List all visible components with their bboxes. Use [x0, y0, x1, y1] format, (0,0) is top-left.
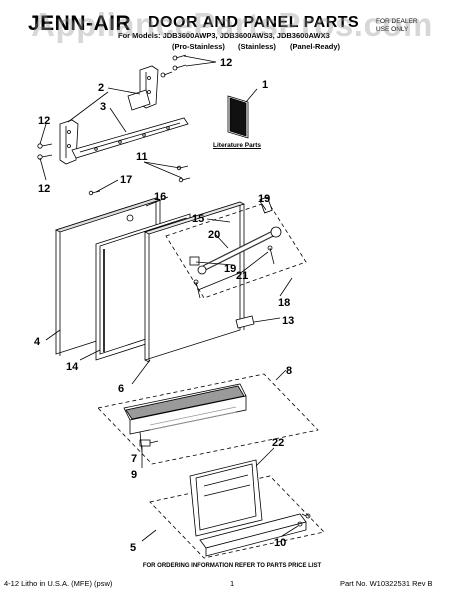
handle-kit-box	[165, 201, 307, 299]
callout-12b: 12	[38, 115, 50, 127]
screws-top	[160, 54, 187, 78]
callout-18: 18	[278, 297, 290, 309]
dealer-line-2: USE ONLY	[376, 26, 409, 33]
callout-17: 17	[120, 174, 132, 186]
brand-logo: JENN-AIR	[28, 12, 132, 35]
ordering-note: FOR ORDERING INFORMATION REFER TO PARTS …	[142, 563, 322, 569]
toe-panel	[189, 459, 307, 557]
callout-12c: 12	[38, 183, 50, 195]
callout-6: 6	[118, 383, 124, 395]
hinge-rail	[71, 117, 189, 159]
literature-parts-label: Literature Parts	[213, 142, 262, 149]
callout-14: 14	[66, 361, 79, 373]
variant-panel-ready: (Panel-Ready)	[290, 42, 341, 51]
callout-22: 22	[272, 437, 284, 449]
panel-clip	[139, 439, 159, 447]
callout-16: 16	[154, 191, 166, 203]
screws-left	[37, 143, 53, 160]
variant-pro-stainless: (Pro-Stainless)	[172, 42, 225, 51]
callout-labels: 12 1 2 3 12 12 11 17 16 19 15 20 19 21 1…	[34, 57, 294, 554]
callout-8: 8	[286, 365, 292, 377]
leader-lines	[39, 55, 299, 542]
callout-19a: 19	[258, 193, 270, 205]
dealer-line-1: FOR DEALER	[376, 18, 418, 25]
callout-1: 1	[262, 79, 268, 91]
page-title: DOOR AND PANEL PARTS	[148, 14, 360, 31]
literature-booklet	[227, 95, 249, 139]
callout-15: 15	[192, 213, 204, 225]
outer-door-panel	[143, 201, 246, 363]
callout-12a: 12	[220, 57, 232, 69]
callout-5: 5	[130, 542, 136, 554]
footer-litho: 4-12 Litho in U.S.A. (MFE) (psw)	[4, 579, 113, 588]
callout-20: 20	[208, 229, 220, 241]
footer-page-number: 1	[230, 579, 235, 588]
control-panel	[123, 383, 247, 435]
callout-4: 4	[34, 336, 41, 348]
models-line: For Models: JDB3600AWP3, JDB3600AWS3, JD…	[118, 31, 330, 40]
footer-part-number: Part No. W10322531 Rev B	[340, 579, 433, 588]
screws-mid	[88, 165, 191, 196]
hinge-bracket-right	[127, 65, 159, 111]
variant-stainless: (Stainless)	[238, 42, 276, 51]
callout-21: 21	[236, 270, 248, 282]
control-panel-box	[97, 373, 319, 465]
callout-19b: 19	[224, 263, 236, 275]
bracket-clip	[235, 315, 255, 329]
callout-9: 9	[131, 469, 137, 481]
dealer-note: FOR DEALER USE ONLY	[376, 18, 418, 34]
door-handle	[189, 196, 282, 299]
callout-2: 2	[98, 82, 104, 94]
callout-13: 13	[282, 315, 294, 327]
screws-bottom	[297, 513, 311, 527]
callout-11: 11	[136, 151, 148, 163]
callout-3: 3	[100, 101, 106, 113]
callout-7: 7	[131, 453, 137, 465]
callout-10: 10	[274, 537, 286, 549]
watermark: AppliancePartsPros.com	[31, 6, 433, 43]
